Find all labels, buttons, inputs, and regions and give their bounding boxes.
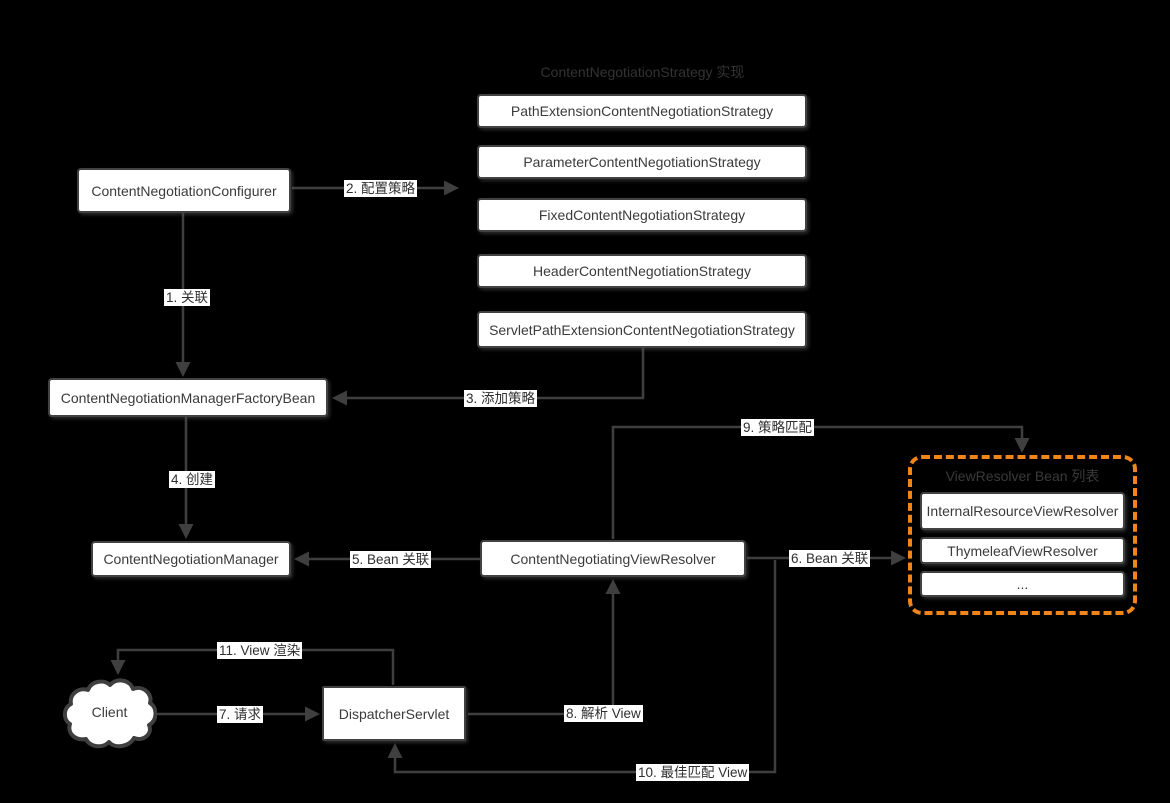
edge-label-request: 7. 请求	[217, 706, 264, 723]
strategy-box-servlet-path-extension: ServletPathExtensionContentNegotiationSt…	[477, 311, 807, 348]
node-content-negotiation-manager: ContentNegotiationManager	[91, 541, 291, 577]
edge-label-bean-relate-left: 5. Bean 关联	[350, 551, 432, 568]
strategy-group-title: ContentNegotiationStrategy 实现	[540, 64, 745, 80]
strategy-box-parameter: ParameterContentNegotiationStrategy	[477, 145, 807, 179]
edge-label-view-render: 11. View 渲染	[217, 642, 303, 659]
edge-label-add-strategy: 3. 添加策略	[464, 390, 538, 407]
view-resolver-item-ellipsis: ...	[920, 571, 1125, 597]
strategy-box-header: HeaderContentNegotiationStrategy	[477, 254, 807, 288]
strategy-box-fixed: FixedContentNegotiationStrategy	[477, 198, 807, 232]
strategy-box-path-extension: PathExtensionContentNegotiationStrategy	[477, 94, 807, 128]
view-resolver-bean-list: ViewResolver Bean 列表 InternalResourceVie…	[908, 455, 1137, 615]
view-resolver-item-internal-resource: InternalResourceViewResolver	[920, 492, 1125, 530]
view-resolver-item-thymeleaf: ThymeleafViewResolver	[920, 537, 1125, 564]
edge-label-best-match-view: 10. 最佳匹配 View	[636, 764, 750, 781]
edge-add-strategy-line	[332, 347, 645, 406]
node-client: Client	[91, 704, 128, 720]
edge-label-bean-relate-right: 6. Bean 关联	[789, 550, 871, 567]
node-content-negotiation-configurer: ContentNegotiationConfigurer	[77, 168, 291, 213]
node-content-negotiation-manager-factory-bean: ContentNegotiationManagerFactoryBean	[48, 378, 328, 417]
edge-best-match-view-line	[387, 560, 777, 774]
edge-label-strategy-match: 9. 策略匹配	[741, 419, 815, 436]
edge-label-relate: 1. 关联	[164, 289, 211, 306]
node-dispatcher-servlet: DispatcherServlet	[322, 686, 466, 741]
node-content-negotiating-view-resolver: ContentNegotiatingViewResolver	[480, 540, 746, 577]
edge-label-create: 4. 创建	[169, 471, 216, 488]
edge-strategy-match-line	[611, 425, 1030, 539]
view-resolver-bean-list-title: ViewResolver Bean 列表	[945, 468, 1100, 484]
edge-label-configure-strategy: 2. 配置策略	[344, 180, 418, 197]
edge-resolve-view-line	[468, 579, 621, 716]
edge-label-resolve-view: 8. 解析 View	[564, 705, 643, 722]
client-cloud-shape	[62, 672, 158, 752]
